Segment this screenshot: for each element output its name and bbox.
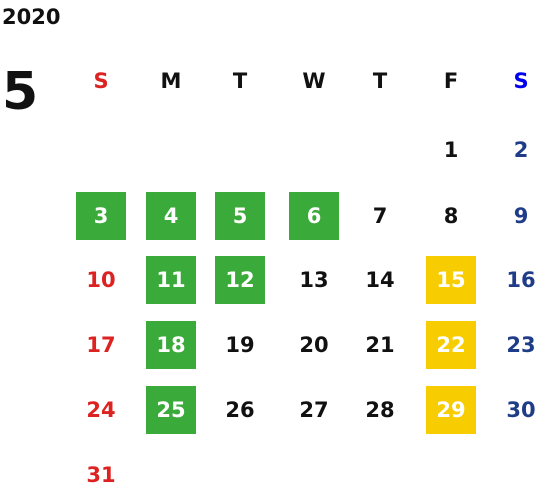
weekday-header-friday: F (443, 69, 459, 93)
calendar-day-7[interactable]: 7 (372, 204, 388, 228)
calendar-day-6[interactable]: 6 (289, 192, 339, 240)
calendar-day-31[interactable]: 31 (86, 463, 116, 487)
weekday-header-tuesday: T (232, 69, 248, 93)
calendar-day-21[interactable]: 21 (365, 333, 395, 357)
calendar-day-2[interactable]: 2 (513, 138, 529, 162)
calendar-day-3[interactable]: 3 (76, 192, 126, 240)
calendar-day-19[interactable]: 19 (225, 333, 255, 357)
month-number: 5 (2, 62, 39, 122)
calendar-day-17[interactable]: 17 (86, 333, 116, 357)
calendar-day-11[interactable]: 11 (146, 256, 196, 304)
calendar-day-30[interactable]: 30 (506, 398, 536, 422)
weekday-header-wednesday: W (302, 69, 326, 93)
weekday-header-sunday: S (93, 69, 109, 93)
calendar-day-20[interactable]: 20 (299, 333, 329, 357)
calendar-day-26[interactable]: 26 (225, 398, 255, 422)
calendar-day-4[interactable]: 4 (146, 192, 196, 240)
calendar-day-14[interactable]: 14 (365, 268, 395, 292)
calendar-day-12[interactable]: 12 (215, 256, 265, 304)
weekday-header-monday: M (160, 69, 182, 93)
calendar-day-10[interactable]: 10 (86, 268, 116, 292)
calendar-day-29[interactable]: 29 (426, 386, 476, 434)
calendar-day-5[interactable]: 5 (215, 192, 265, 240)
calendar-day-28[interactable]: 28 (365, 398, 395, 422)
calendar-day-8[interactable]: 8 (443, 204, 459, 228)
calendar-day-9[interactable]: 9 (513, 204, 529, 228)
weekday-header-thursday: T (372, 69, 388, 93)
calendar-day-25[interactable]: 25 (146, 386, 196, 434)
calendar-day-1[interactable]: 1 (443, 138, 459, 162)
calendar-day-23[interactable]: 23 (506, 333, 536, 357)
calendar-day-13[interactable]: 13 (299, 268, 329, 292)
calendar-day-15[interactable]: 15 (426, 256, 476, 304)
calendar-day-18[interactable]: 18 (146, 321, 196, 369)
calendar-day-27[interactable]: 27 (299, 398, 329, 422)
calendar-day-16[interactable]: 16 (506, 268, 536, 292)
calendar-day-22[interactable]: 22 (426, 321, 476, 369)
calendar-day-24[interactable]: 24 (86, 398, 116, 422)
weekday-header-saturday: S (513, 69, 529, 93)
year-label: 2020 (2, 5, 61, 29)
